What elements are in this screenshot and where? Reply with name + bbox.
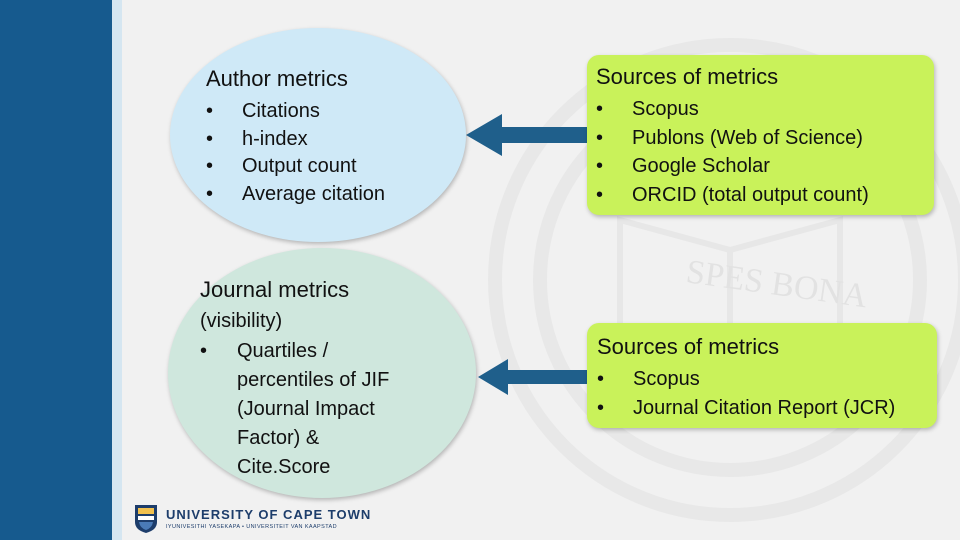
list-item: •Google Scholar [596, 155, 770, 177]
university-logo: UNIVERSITY OF CAPE TOWN IYUNIVESITHI YAS… [134, 502, 370, 536]
author-metrics-title: Author metrics [206, 66, 348, 91]
list-item: •Journal Citation Report (JCR) [597, 397, 896, 419]
journal-metrics-oval [168, 248, 476, 498]
crest-watermark-icon: SPES BONA [488, 38, 960, 522]
journal-metrics-list: • Quartiles / percentiles of JIF (Journa… [200, 337, 389, 482]
arrow-left-icon [478, 359, 588, 395]
journal-sources-title: Sources of metrics [597, 334, 780, 359]
list-item: •Citations [206, 100, 320, 122]
list-item: •h-index [206, 127, 308, 150]
journal-metrics-title: Journal metrics [200, 277, 350, 302]
arrow-left-icon [466, 114, 588, 156]
journal-sources-list: •Scopus •Journal Citation Report (JCR) [597, 365, 895, 423]
author-sources-title: Sources of metrics [596, 64, 779, 89]
journal-metrics-note: (visibility) [200, 310, 283, 332]
author-sources-list: •Scopus •Publons (Web of Science) •Googl… [596, 95, 869, 209]
university-name: UNIVERSITY OF CAPE TOWN [166, 507, 372, 522]
university-shield-icon [135, 505, 157, 533]
list-item: • Quartiles / percentiles of JIF (Journa… [200, 340, 390, 478]
list-item: •Scopus [597, 368, 700, 390]
author-sources-box [587, 55, 934, 215]
journal-sources-box [587, 323, 937, 428]
left-sidebar-stripe [112, 0, 122, 540]
list-item: •ORCID (total output count) [596, 183, 869, 206]
author-metrics-oval [170, 28, 466, 242]
university-tagline: IYUNIVESITHI YASEKAPA • UNIVERSITEIT VAN… [166, 524, 337, 530]
list-item: •Output count [206, 155, 357, 177]
list-item: •Scopus [596, 98, 699, 120]
list-item: •Average citation [206, 182, 386, 205]
author-metrics-list: •Citations •h-index •Output count •Avera… [206, 98, 385, 208]
list-item: •Publons (Web of Science) [596, 126, 863, 149]
left-sidebar-bar [0, 0, 112, 540]
